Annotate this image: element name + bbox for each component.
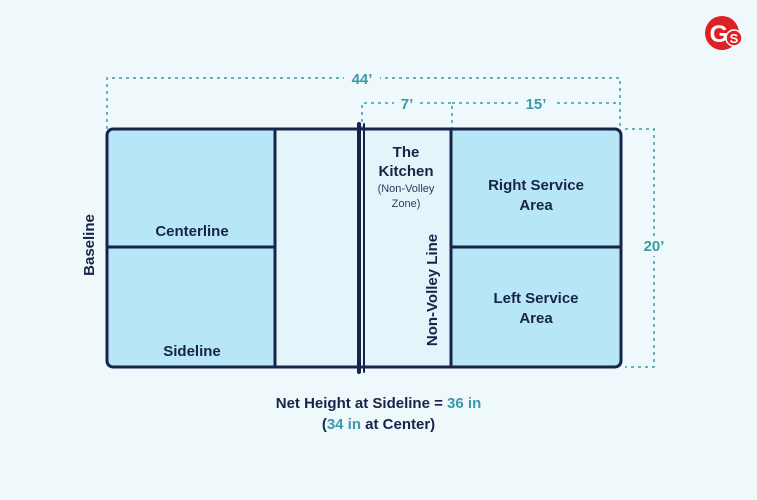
dimension-44ft: 44’ — [352, 71, 373, 88]
left-service-label-line1: Left Service — [493, 290, 578, 307]
net-height-sideline-value: 36 in — [447, 395, 482, 412]
kitchen-title-line2: Kitchen — [378, 163, 433, 180]
dimension-15ft: 15’ — [526, 96, 547, 113]
dimension-20ft-pad — [640, 236, 668, 256]
net-height-line1: Net Height at Sideline = 36 in — [0, 393, 757, 414]
net-height-prefix: Net Height at Sideline = — [275, 395, 448, 412]
right-service-label-line1: Right Service — [488, 177, 584, 194]
dimension-44ft-pad — [344, 70, 380, 87]
logo-s-badge — [725, 29, 743, 47]
court — [105, 122, 623, 374]
net-height-caption: Net Height at Sideline = 36 in (34 in at… — [0, 393, 757, 435]
net-height-center-suffix: at Center) — [361, 416, 436, 433]
logo-letter-g: G — [710, 21, 729, 48]
centerline-label: Centerline — [155, 223, 228, 240]
logo-letter-s: S — [730, 31, 739, 46]
dimension-labels: 44’ 7’ 15’ 20’ — [344, 70, 668, 256]
sideline-label: Sideline — [163, 343, 221, 360]
non-volley-line-label: Non-Volley Line — [424, 234, 441, 346]
right-service-label-line2: Area — [519, 197, 553, 214]
dimension-15ft-pad — [518, 95, 554, 112]
net-height-center-value: 34 in — [326, 416, 361, 433]
kitchen-subtitle-line2: Zone) — [392, 198, 421, 210]
dimension-44ft-line — [106, 77, 621, 129]
dimension-7ft-pad — [394, 95, 420, 112]
gs-brand-logo: G S — [705, 16, 743, 50]
baseline-label: Baseline — [81, 214, 98, 276]
net-height-line2: (34 in at Center) — [0, 414, 757, 435]
kitchen-title-line1: The — [393, 144, 420, 161]
left-service-label-line2: Area — [519, 310, 553, 327]
court-labels: Baseline Centerline Sideline The Kitchen… — [81, 144, 584, 360]
dimension-7ft: 7’ — [401, 96, 414, 113]
kitchen-subtitle-line1: (Non-Volley — [378, 183, 435, 195]
dimension-20ft: 20’ — [644, 238, 665, 255]
net-height-open-paren: ( — [321, 416, 327, 433]
